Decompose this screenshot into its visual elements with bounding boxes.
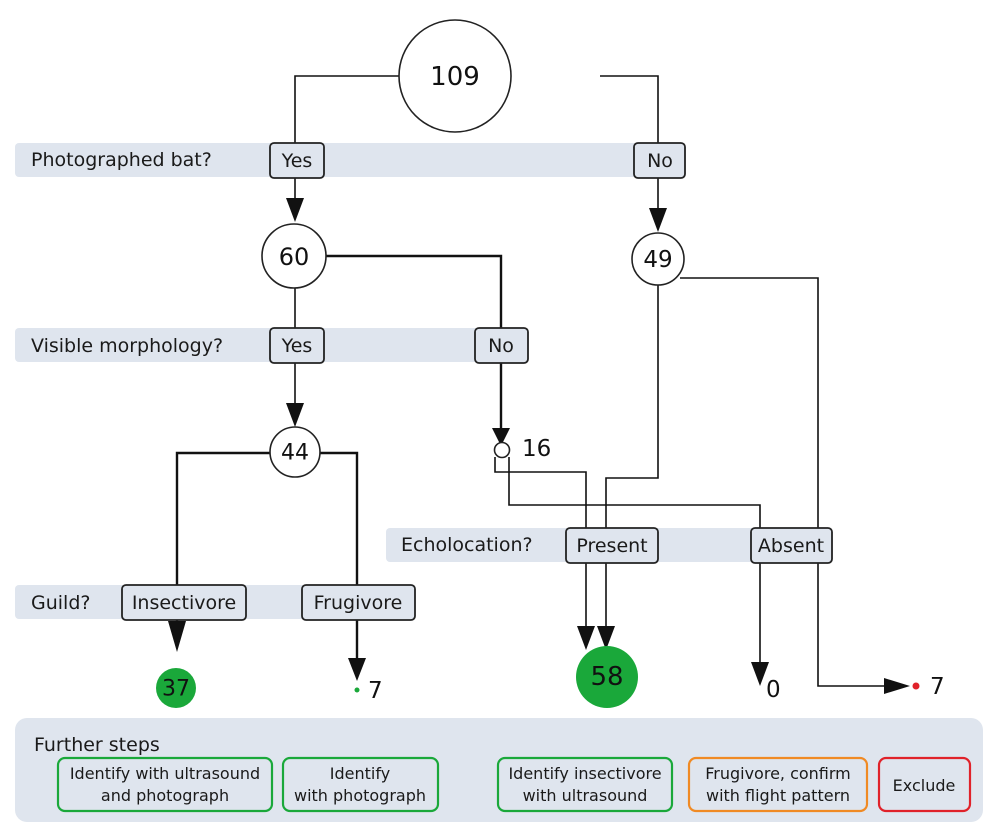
outcome-exclude-dot	[912, 682, 920, 690]
node-root: 109	[398, 19, 512, 133]
answer-photographed-no: No	[633, 142, 686, 179]
svg-text:with flight pattern: with flight pattern	[706, 786, 850, 805]
svg-text:60: 60	[279, 243, 310, 271]
svg-text:Frugivore: Frugivore	[314, 592, 403, 614]
svg-text:0: 0	[766, 677, 781, 703]
svg-text:Yes: Yes	[281, 150, 313, 172]
svg-text:No: No	[647, 150, 673, 172]
outcome-absent: 0	[766, 677, 781, 703]
svg-text:Identify: Identify	[330, 764, 390, 783]
step-frugivore-flight: Frugivore, confirm with flight pattern	[687, 756, 869, 813]
answer-morphology-yes: Yes	[269, 327, 325, 364]
node-photographed-yes: 60	[261, 223, 327, 289]
question-morphology: Visible morphology?	[31, 335, 223, 357]
outcome-frugivore: 7	[354, 678, 383, 704]
band-photographed	[15, 143, 683, 177]
svg-text:7: 7	[930, 674, 945, 700]
question-echolocation: Echolocation?	[401, 534, 533, 556]
answer-frugivore: Frugivore	[301, 584, 416, 621]
svg-text:and photograph: and photograph	[101, 786, 229, 805]
svg-text:Identify insectivore: Identify insectivore	[508, 764, 661, 783]
step-photograph: Identify with photograph	[281, 756, 440, 813]
svg-text:Present: Present	[576, 535, 647, 557]
answer-present: Present	[565, 527, 659, 564]
outcome-frugivore-dot	[354, 687, 360, 693]
svg-text:37: 37	[162, 677, 190, 702]
answer-insectivore: Insectivore	[121, 584, 247, 621]
svg-text:Yes: Yes	[281, 335, 313, 357]
svg-text:with photograph: with photograph	[294, 786, 426, 805]
svg-text:58: 58	[590, 662, 623, 692]
step-ultrasound-photograph: Identify with ultrasound and photograph	[56, 756, 274, 813]
svg-text:109: 109	[430, 62, 480, 92]
svg-text:44: 44	[281, 441, 309, 466]
step-exclude: Exclude	[877, 756, 972, 813]
answer-morphology-no: No	[474, 327, 529, 364]
node-morphology-yes: 44	[269, 426, 321, 478]
svg-text:with ultrasound: with ultrasound	[523, 786, 648, 805]
step-insectivore-ultrasound: Identify insectivore with ultrasound	[496, 756, 674, 813]
node-morphology-no: 16	[493, 436, 551, 462]
question-guild: Guild?	[31, 592, 90, 614]
svg-text:Exclude: Exclude	[893, 776, 956, 795]
svg-text:Frugivore, confirm: Frugivore, confirm	[705, 764, 851, 783]
outcome-exclude: 7	[912, 674, 945, 700]
svg-text:Absent: Absent	[758, 535, 824, 557]
svg-text:No: No	[488, 335, 514, 357]
svg-text:16: 16	[522, 436, 551, 462]
node-photographed-no: 49	[631, 232, 685, 286]
answer-photographed-yes: Yes	[269, 142, 325, 179]
further-steps-panel: Further steps Identify with ultrasound a…	[15, 718, 983, 822]
arrowheads	[168, 198, 910, 694]
outcome-present-dot	[576, 646, 638, 708]
question-photographed: Photographed bat?	[31, 149, 212, 171]
outcome-present: 58	[576, 646, 638, 708]
svg-text:Identify with ultrasound: Identify with ultrasound	[70, 764, 260, 783]
answer-absent: Absent	[750, 527, 833, 564]
svg-text:49: 49	[643, 247, 672, 273]
outcome-insectivore-dot	[156, 668, 196, 708]
outcome-insectivore: 37	[156, 668, 196, 708]
svg-text:Insectivore: Insectivore	[132, 592, 236, 614]
further-steps-title: Further steps	[34, 734, 160, 756]
svg-text:7: 7	[368, 678, 383, 704]
